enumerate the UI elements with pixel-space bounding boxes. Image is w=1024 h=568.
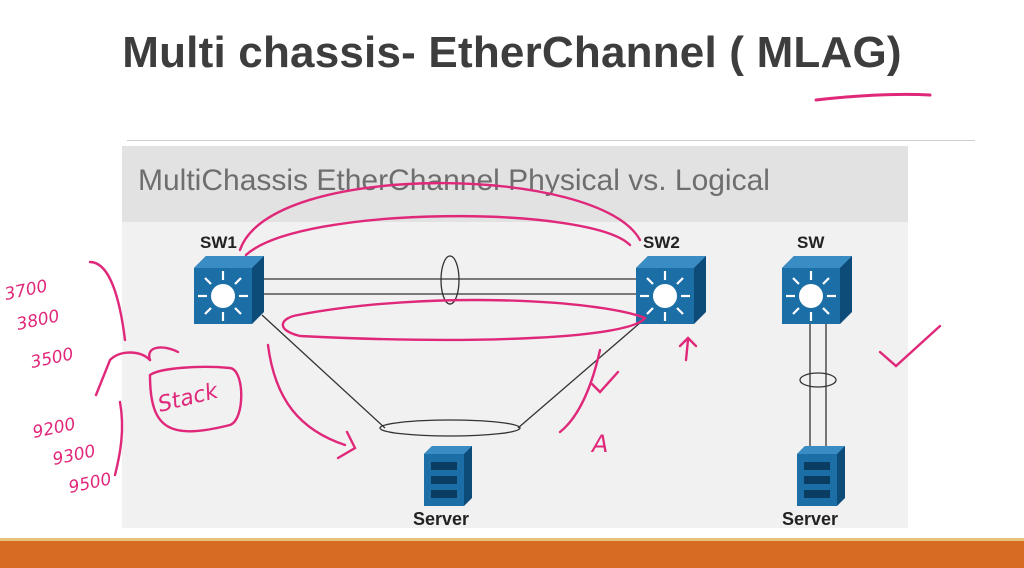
ink-model-2: 3800	[15, 306, 61, 335]
ink-arrow-right	[558, 348, 602, 434]
server-left-label: Server	[413, 509, 470, 529]
sw-label: SW	[797, 233, 825, 252]
port-channel-server-right	[799, 372, 837, 388]
footer-bar	[0, 541, 1024, 568]
ink-model-1: 3700	[3, 276, 49, 305]
sw2-server-link	[517, 315, 649, 429]
ink-loop	[281, 298, 647, 342]
diagram-panel-header: MultiChassis EtherChannel Physical vs. L…	[122, 146, 908, 222]
server-right-icon	[797, 446, 845, 506]
ink-arc-outer	[238, 181, 642, 252]
ink-stack-box	[148, 365, 243, 433]
ink-model-6: 9500	[67, 469, 113, 498]
ink-arrowhead-stack	[148, 346, 180, 362]
ink-model-4: 9200	[31, 414, 77, 443]
ink-text: 3700 3800 3500 9200 9300 9500 Stack A	[3, 276, 609, 498]
ink-tick-small	[590, 370, 620, 394]
ink-mlag-underline	[814, 92, 932, 102]
link-lines	[261, 255, 837, 448]
sw1-label: SW1	[200, 233, 237, 252]
ink-arrowhead-left	[336, 430, 357, 460]
slide-title: Multi chassis- EtherChannel ( MLAG)	[122, 28, 902, 77]
sw2-switch-icon	[634, 254, 708, 326]
ink-marker-a: A	[590, 430, 608, 458]
sw1-server-link	[261, 314, 386, 429]
ink-arc-inner	[244, 214, 632, 257]
diagram-panel: MultiChassis EtherChannel Physical vs. L…	[122, 146, 908, 528]
ink-arrow-up	[678, 336, 698, 362]
ink-bracket-bottom	[113, 400, 124, 477]
ink-stack-text: Stack	[155, 379, 221, 418]
server-right-label: Server	[782, 509, 839, 529]
sw2-label: SW2	[643, 233, 680, 252]
sw-switch-icon	[780, 254, 854, 326]
ink-model-5: 9300	[51, 441, 97, 470]
port-channel-peer	[440, 255, 460, 305]
footer-accent-line	[0, 538, 1024, 541]
ink-annotations	[88, 181, 942, 477]
diagram-title: MultiChassis EtherChannel Physical vs. L…	[138, 164, 770, 197]
ink-arrow-stack	[94, 351, 152, 397]
port-channel-server-left	[379, 419, 521, 437]
server-left-icon	[424, 446, 472, 506]
ink-arrow-left	[266, 343, 347, 447]
ink-model-3: 3500	[29, 344, 75, 373]
sw1-switch-icon	[192, 254, 266, 326]
ink-bracket-top	[88, 260, 127, 342]
ink-check	[878, 324, 942, 368]
title-divider	[127, 140, 975, 141]
